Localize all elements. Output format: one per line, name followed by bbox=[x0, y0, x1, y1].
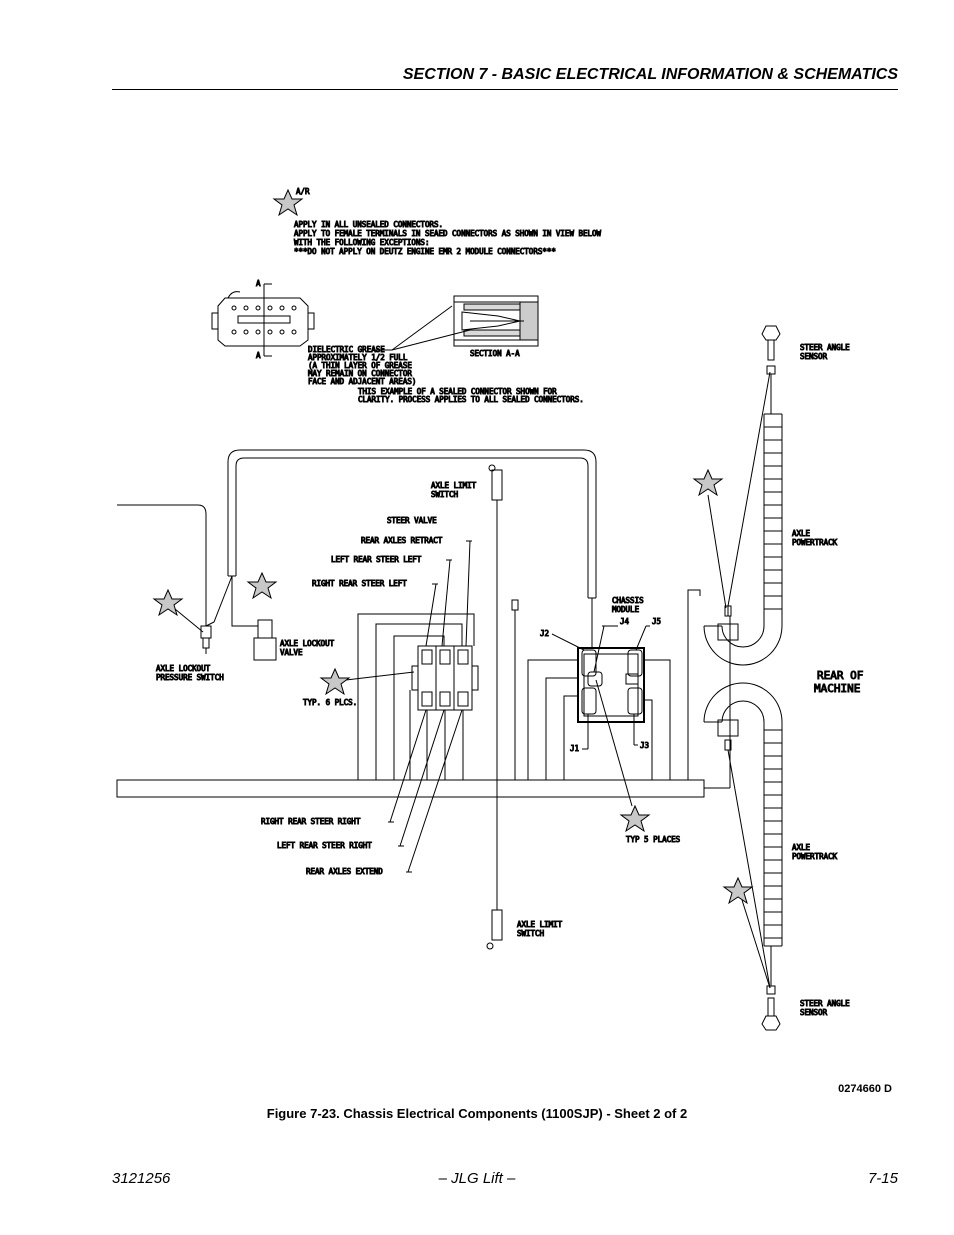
axle-limit-switch-bottom-label: SWITCH bbox=[517, 929, 545, 938]
rear-of-machine-label: MACHINE bbox=[814, 682, 860, 695]
axle-limit-switch-top bbox=[488, 464, 503, 797]
steer-angle-sensor-top bbox=[761, 325, 781, 414]
valve-star bbox=[319, 667, 351, 696]
grease-note-line: MAY REMAIN ON CONNECTOR bbox=[308, 369, 412, 378]
powertrack-top-star bbox=[692, 468, 724, 497]
j4-label: J4 bbox=[620, 617, 630, 626]
right-rear-steer-left-label: RIGHT REAR STEER LEFT bbox=[312, 579, 407, 588]
axle-lockout-pressure-switch-label: AXLE LOCKOUT bbox=[156, 664, 211, 673]
steer-angle-sensor-top-label: STEER ANGLE bbox=[800, 343, 850, 352]
j2-label: J2 bbox=[540, 629, 549, 638]
typ-5-places-label: TYP 5 PLACES bbox=[626, 835, 681, 844]
section-a-a-label: SECTION A-A bbox=[470, 349, 520, 358]
grease-ref-label: A/R bbox=[296, 187, 310, 196]
steer-valve-block bbox=[357, 613, 479, 780]
axle-powertrack-bottom-label: POWERTRACK bbox=[792, 852, 838, 861]
right-rear-steer-right-label: RIGHT REAR STEER RIGHT bbox=[261, 817, 361, 826]
axle-powertrack-top-label: POWERTRACK bbox=[792, 538, 838, 547]
axle-lockout-pressure-switch-label: PRESSURE SWITCH bbox=[156, 673, 224, 682]
example-note-line: CLARITY. PROCESS APPLIES TO ALL SEALED C… bbox=[358, 395, 584, 404]
axle-lockout-valve-label: VALVE bbox=[280, 648, 303, 657]
axle-lockout-pressure-switch bbox=[200, 625, 212, 654]
chassis-module bbox=[527, 589, 701, 780]
steer-angle-sensor-bottom-label: SENSOR bbox=[800, 1008, 828, 1017]
left-rear-steer-right-label: LEFT REAR STEER RIGHT bbox=[277, 841, 372, 850]
axle-powertrack-top bbox=[703, 371, 783, 666]
axle-lockout-star bbox=[152, 588, 184, 617]
note-line: APPLY IN ALL UNSEALED CONNECTORS. bbox=[294, 220, 443, 229]
powertrack-bottom-star bbox=[722, 876, 754, 905]
figure-caption: Figure 7-23. Chassis Electrical Componen… bbox=[266, 1106, 688, 1121]
axle-limit-switch-bottom bbox=[486, 797, 503, 950]
axle-powertrack-bottom bbox=[703, 682, 783, 989]
header-rule bbox=[112, 89, 898, 90]
j3-label: J3 bbox=[640, 741, 649, 750]
module-star bbox=[619, 804, 651, 833]
typ-6-plcs-label: TYP. 6 PLCS. bbox=[303, 698, 357, 707]
connector-face-view bbox=[211, 283, 315, 357]
steer-angle-sensor-bottom bbox=[761, 946, 781, 1031]
doc-number: 3121256 bbox=[112, 1170, 171, 1187]
rear-axles-retract-label: REAR AXLES RETRACT bbox=[361, 536, 443, 545]
grease-star bbox=[272, 188, 304, 217]
steer-angle-sensor-top-label: SENSOR bbox=[800, 352, 828, 361]
j1-label: J1 bbox=[570, 744, 579, 753]
rear-of-machine-label: REAR OF bbox=[817, 669, 863, 682]
grease-note-line: FACE AND ADJACENT AREAS) bbox=[308, 377, 416, 386]
chassis-module-label: MODULE bbox=[612, 605, 640, 614]
publisher: – JLG Lift – bbox=[438, 1170, 516, 1187]
section-mark-top: A bbox=[256, 279, 261, 288]
grease-note-line: DIELECTRIC GREASE bbox=[308, 345, 385, 354]
figure-id: 0274660 D bbox=[838, 1083, 892, 1095]
left-rear-steer-left-label: LEFT REAR STEER LEFT bbox=[331, 555, 422, 564]
j5-label: J5 bbox=[652, 617, 661, 626]
note-line: WITH THE FOLLOWING EXCEPTIONS: bbox=[294, 238, 429, 247]
axle-lockout-valve-label: AXLE LOCKOUT bbox=[280, 639, 335, 648]
axle-powertrack-top-label: AXLE bbox=[792, 529, 811, 538]
chassis-module-label: CHASSIS bbox=[612, 596, 644, 605]
axle-limit-switch-top-label: AXLE LIMIT bbox=[431, 481, 477, 490]
note-line: APPLY TO FEMALE TERMINALS IN SEAED CONNE… bbox=[294, 229, 602, 238]
steer-angle-sensor-bottom-label: STEER ANGLE bbox=[800, 999, 850, 1008]
grease-note-line: APPROXIMATELY 1/2 FULL bbox=[308, 353, 408, 362]
grease-note-line: (A THIN LAYER OF GREASE bbox=[308, 361, 412, 370]
axle-limit-switch-top-label: SWITCH bbox=[431, 490, 459, 499]
steer-valve-label: STEER VALVE bbox=[387, 516, 437, 525]
example-note-line: THIS EXAMPLE OF A SEALED CONNECTOR SHOWN… bbox=[358, 387, 557, 396]
axle-lockout-valve-star bbox=[246, 571, 278, 600]
spare-connector bbox=[511, 599, 519, 611]
page-number: 7-15 bbox=[867, 1170, 898, 1187]
section-a-a-view bbox=[453, 295, 539, 347]
section-header: SECTION 7 - BASIC ELECTRICAL INFORMATION… bbox=[402, 66, 898, 83]
axle-lockout-valve bbox=[252, 619, 277, 661]
section-mark-bottom: A bbox=[256, 351, 261, 360]
note-line: ***DO NOT APPLY ON DEUTZ ENGINE EMR 2 MO… bbox=[294, 247, 556, 256]
axle-limit-switch-bottom-label: AXLE LIMIT bbox=[517, 920, 563, 929]
axle-powertrack-bottom-label: AXLE bbox=[792, 843, 811, 852]
rear-axles-extend-label: REAR AXLES EXTEND bbox=[306, 867, 383, 876]
